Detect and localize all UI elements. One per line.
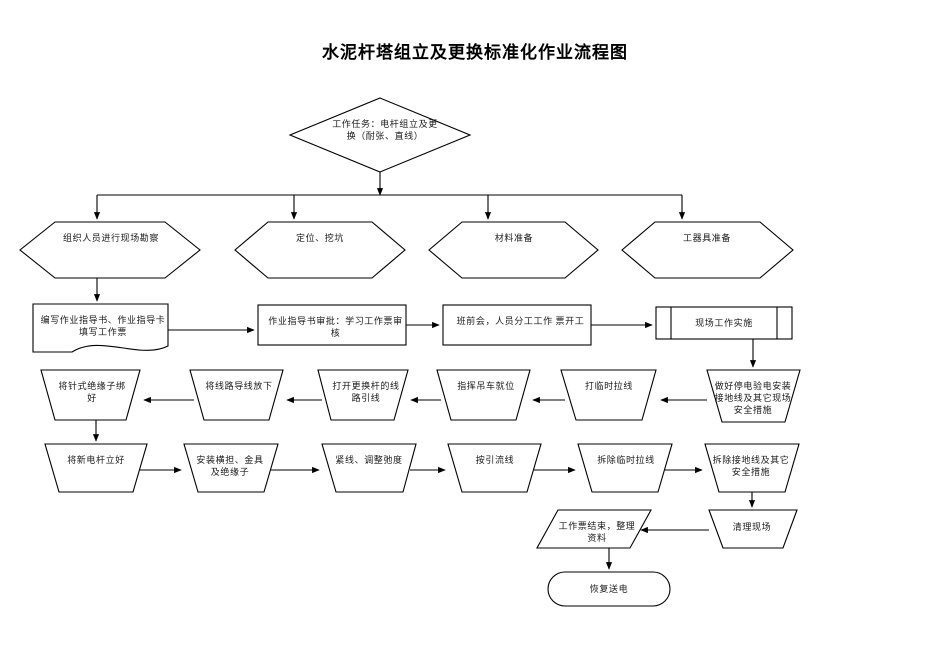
node-crane[interactable]: 指挥吊车就位	[448, 374, 520, 404]
page-title: 水泥杆塔组立及更换标准化作业流程图	[322, 43, 628, 62]
node-tie-insulator-label: 将针式绝缘子绑好	[58, 381, 126, 403]
node-lower-wire-label: 将线路导线放下	[205, 381, 273, 391]
node-ticket-end[interactable]: 工作票结束，整理资料	[553, 514, 637, 544]
node-open-lead[interactable]: 打开更换杆的线路引线	[328, 374, 400, 404]
node-tension[interactable]: 紧线、调整弛度	[330, 448, 404, 478]
node-prep-4-label: 工器具准备	[682, 233, 731, 243]
node-lower-wire[interactable]: 将线路导线放下	[200, 374, 274, 404]
node-doc-1-label: 编写作业指导书、作业指导卡填写工作票	[40, 315, 166, 337]
node-erect-pole[interactable]: 将新电杆立好	[50, 448, 142, 478]
node-clean-site[interactable]: 清理现场	[712, 515, 792, 541]
node-box-2[interactable]: 班前会，人员分工工作 票开工	[443, 309, 591, 343]
node-prep-3-label: 材料准备	[494, 233, 534, 243]
node-ticket-end-label: 工作票结束，整理资料	[558, 521, 636, 543]
node-prep-1[interactable]: 组织人员进行现场勘察	[55, 226, 165, 256]
node-box-1[interactable]: 作业指导书审批：学习工作票审核	[258, 309, 406, 343]
node-install-cross[interactable]: 安装横担、金具及绝缘子	[191, 448, 265, 490]
node-box-3-label: 现场工作实施	[695, 318, 753, 328]
node-remove-guy[interactable]: 拆除临时拉线	[589, 448, 659, 478]
node-box-1-label: 作业指导书审批：学习工作票审核	[268, 316, 403, 338]
node-start-diamond[interactable]: 工作任务：电杆组立及更换（耐张、直线）	[318, 112, 442, 158]
node-box-3[interactable]: 现场工作实施	[671, 307, 777, 339]
node-prep-3[interactable]: 材料准备	[459, 226, 569, 256]
node-prep-1-label: 组织人员进行现场勘察	[63, 233, 160, 243]
node-end-terminator[interactable]: 恢复送电	[548, 572, 670, 606]
node-remove-ground[interactable]: 拆除接地线及其它安全措施	[711, 448, 791, 490]
node-connect-lead-label: 按引流线	[475, 455, 515, 465]
node-safety-1-label: 做好停电验电安装接地线及其它现场安全措施	[714, 381, 792, 415]
node-start-diamond-label: 工作任务：电杆组立及更换（耐张、直线）	[332, 119, 438, 141]
node-prep-2[interactable]: 定位、挖坑	[265, 226, 375, 256]
node-connect-lead[interactable]: 按引流线	[452, 448, 538, 478]
node-temp-guy[interactable]: 打临时拉线	[566, 374, 652, 404]
node-remove-ground-label: 拆除接地线及其它安全措施	[712, 455, 790, 477]
node-prep-2-label: 定位、挖坑	[295, 233, 344, 243]
node-open-lead-label: 打开更换杆的线路引线	[332, 381, 400, 403]
node-end-terminator-label: 恢复送电	[589, 584, 629, 594]
node-temp-guy-label: 打临时拉线	[584, 381, 633, 391]
node-box-2-label: 班前会，人员分工工作 票开工	[456, 316, 585, 326]
node-prep-4[interactable]: 工器具准备	[652, 226, 762, 256]
node-crane-label: 指挥吊车就位	[457, 381, 515, 391]
node-clean-site-label: 清理现场	[732, 522, 772, 532]
node-tension-label: 紧线、调整弛度	[335, 455, 403, 465]
node-remove-guy-label: 拆除临时拉线	[597, 455, 655, 465]
node-erect-pole-label: 将新电杆立好	[67, 455, 125, 465]
node-safety-1[interactable]: 做好停电验电安装接地线及其它现场安全措施	[712, 374, 794, 416]
node-tie-insulator[interactable]: 将针式绝缘子绑好	[51, 374, 129, 404]
node-install-cross-label: 安装横担、金具及绝缘子	[196, 455, 264, 477]
node-doc-1[interactable]: 编写作业指导书、作业指导卡填写工作票	[33, 308, 167, 342]
